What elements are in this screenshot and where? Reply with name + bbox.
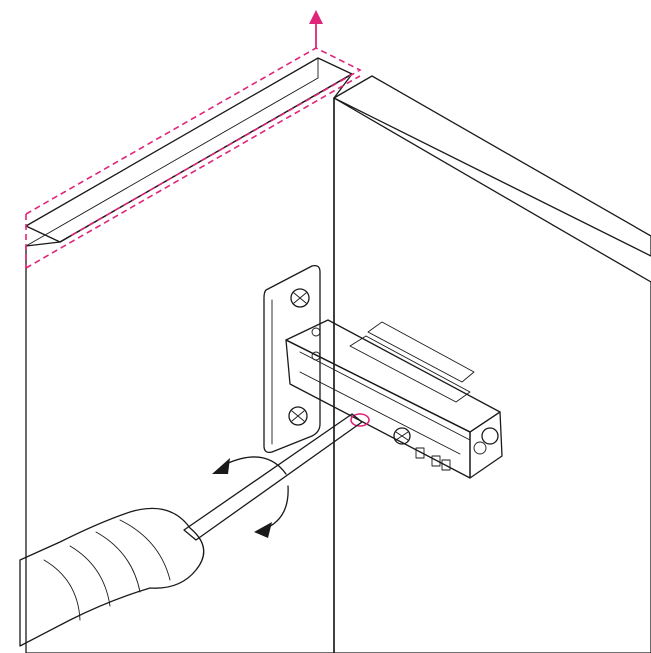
- hinge-spring-guide-2: [367, 321, 475, 383]
- arm-slot-1: [415, 447, 425, 459]
- side-panel-face: [25, 73, 353, 653]
- side-panel-top-line: [25, 77, 319, 247]
- cam-adjustment-highlight: [350, 413, 370, 427]
- adjoining-panel: [333, 75, 651, 653]
- hinge-pivot-inner: [473, 441, 487, 455]
- rotate-arrows-icon: [212, 456, 289, 538]
- mounting-plate-body: [263, 264, 321, 454]
- arm-rivet-top: [311, 327, 321, 337]
- screwdriver-shaft: [183, 413, 363, 541]
- screwdriver-icon: [19, 413, 363, 647]
- adjustment-screw-icon: [393, 427, 411, 445]
- hinge-arm: [285, 319, 503, 479]
- hinge-mounting-plate: [263, 264, 321, 454]
- plate-screw-top-icon: [290, 288, 310, 308]
- arm-rivet-front: [311, 351, 321, 361]
- dashed-outline-lower: [25, 75, 361, 269]
- side-panel-top-edge: [25, 57, 353, 243]
- plate-screw-bottom-slot: [291, 410, 305, 422]
- rotate-arrow-lower-head: [254, 522, 272, 538]
- rotate-arrow-upper-head: [212, 458, 230, 474]
- side-panel: [25, 57, 353, 653]
- arm-detail-line-2: [299, 371, 461, 455]
- arrow-up-icon: [309, 10, 323, 24]
- handle-groove-2: [95, 531, 141, 593]
- rotate-arrow-lower: [261, 485, 289, 531]
- rotate-arrow-upper: [225, 456, 287, 475]
- hinge-pivot-icon: [481, 427, 499, 445]
- arm-detail-line-1: [299, 351, 471, 441]
- dashed-outline-upper: [25, 47, 362, 237]
- plate-screw-bottom-icon: [288, 406, 308, 426]
- arm-slot-2: [431, 455, 441, 467]
- handle-groove-3: [69, 545, 111, 607]
- arm-slot-3: [441, 459, 451, 471]
- handle-groove-1: [119, 519, 171, 581]
- screwdriver-handle: [19, 507, 205, 647]
- handle-groove-4: [43, 559, 81, 621]
- adjoining-panel-top: [333, 75, 651, 257]
- hinge-arm-end: [469, 411, 503, 479]
- position-markers: [25, 10, 362, 269]
- plate-screw-top-slot: [293, 292, 307, 304]
- adjustment-screw-slot: [395, 431, 409, 441]
- adjoining-panel-face: [333, 97, 651, 653]
- hinge-arm-top: [285, 319, 501, 433]
- hinge-spring-guide: [349, 335, 471, 403]
